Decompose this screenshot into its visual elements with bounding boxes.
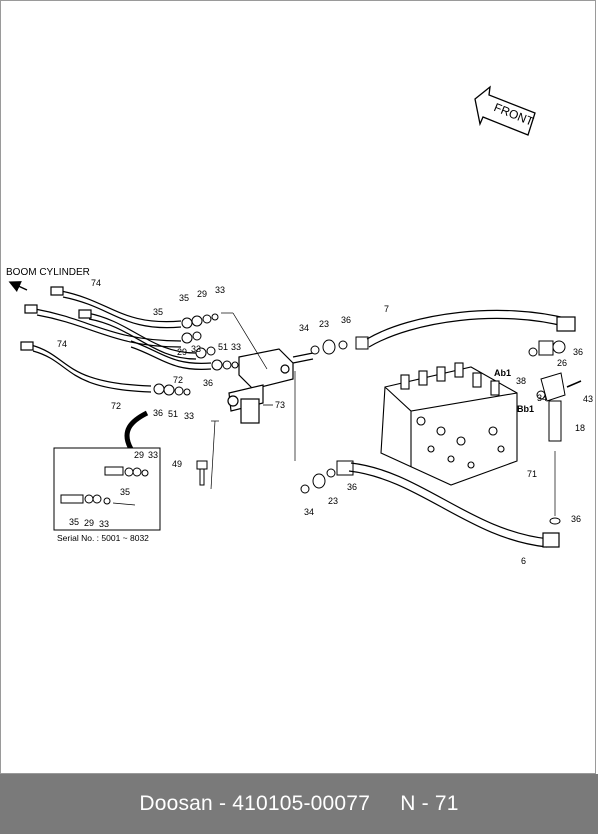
callout-33-inset-lower: 33 [99, 519, 109, 529]
port-label-ab1: Ab1 [494, 368, 511, 378]
callout-labels: 74 74 35 29 33 35 33 29 51 33 36 72 72 3… [57, 278, 593, 566]
callout-23-bottom: 23 [328, 496, 338, 506]
callout-34-right: 34 [537, 393, 547, 403]
callout-38: 38 [516, 376, 526, 386]
port-label-bb1: Bb1 [517, 404, 534, 414]
fittings-lower-center [300, 460, 354, 494]
callout-36-far-right: 36 [571, 514, 581, 524]
callout-35-top: 35 [179, 293, 189, 303]
callout-36-lower: 36 [153, 408, 163, 418]
serial-inset: Serial No. : 5001 ~ 8032 [53, 410, 161, 543]
callout-26: 26 [557, 358, 567, 368]
callout-36-right: 36 [573, 347, 583, 357]
callout-33-right: 33 [231, 342, 241, 352]
callout-18: 18 [575, 423, 585, 433]
callout-36-mid: 36 [203, 378, 213, 388]
callout-29-inset: 29 [134, 450, 144, 460]
callout-34-top: 34 [299, 323, 309, 333]
fittings-top-center [310, 336, 369, 355]
callout-35-mid: 35 [153, 307, 163, 317]
callout-72-mid: 72 [173, 375, 183, 385]
hose-72 [20, 340, 212, 393]
boom-direction-arrow [8, 281, 28, 292]
callout-33-top: 33 [215, 285, 225, 295]
port-labels: Ab1 Bb1 [494, 368, 534, 414]
callout-29-mid: 29 [177, 347, 187, 357]
callout-43: 43 [583, 394, 593, 404]
fittings-right [528, 340, 566, 525]
manifold-block-73 [227, 348, 314, 424]
callout-73: 73 [275, 400, 285, 410]
bolt-49 [196, 460, 208, 486]
hose-74-pair [24, 286, 197, 360]
callout-6: 6 [521, 556, 526, 566]
callout-49: 49 [172, 459, 182, 469]
callout-35-inset-lower: 35 [69, 517, 79, 527]
callout-29-inset-lower: 29 [84, 518, 94, 528]
callout-33-mid: 33 [191, 344, 201, 354]
footer-bar: Doosan - 410105-00077 N - 71 [0, 774, 598, 834]
callout-35-inset: 35 [120, 487, 130, 497]
boom-cylinder-label: BOOM CYLINDER [6, 267, 90, 278]
callout-51-lower: 51 [168, 409, 178, 419]
callout-29-top: 29 [197, 289, 207, 299]
callout-36-bottom: 36 [347, 482, 357, 492]
callout-33-lower: 33 [184, 411, 194, 421]
callout-74-lower: 74 [57, 339, 67, 349]
callout-71: 71 [527, 469, 537, 479]
callout-23-top: 23 [319, 319, 329, 329]
hose-6 [348, 462, 560, 548]
hose-7 [366, 309, 576, 348]
callout-33-inset: 33 [148, 450, 158, 460]
callout-51-mid: 51 [218, 342, 228, 352]
leader-lines [210, 312, 556, 516]
control-valve-71 [380, 362, 518, 486]
inset-serial-number: Serial No. : 5001 ~ 8032 [57, 533, 149, 543]
diagram-frame: FRONT BOOM CYLINDER [0, 0, 596, 774]
hydraulic-parts-diagram: FRONT BOOM CYLINDER [6, 85, 593, 566]
callout-36-top: 36 [341, 315, 351, 325]
front-arrow: FRONT [474, 85, 536, 136]
callout-7: 7 [384, 304, 389, 314]
footer-part-number: Doosan - 410105-00077 N - 71 [139, 792, 459, 815]
callout-72-lower: 72 [111, 401, 121, 411]
callout-74-upper: 74 [91, 278, 101, 288]
fittings-upper [153, 313, 239, 396]
callout-34-bottom: 34 [304, 507, 314, 517]
